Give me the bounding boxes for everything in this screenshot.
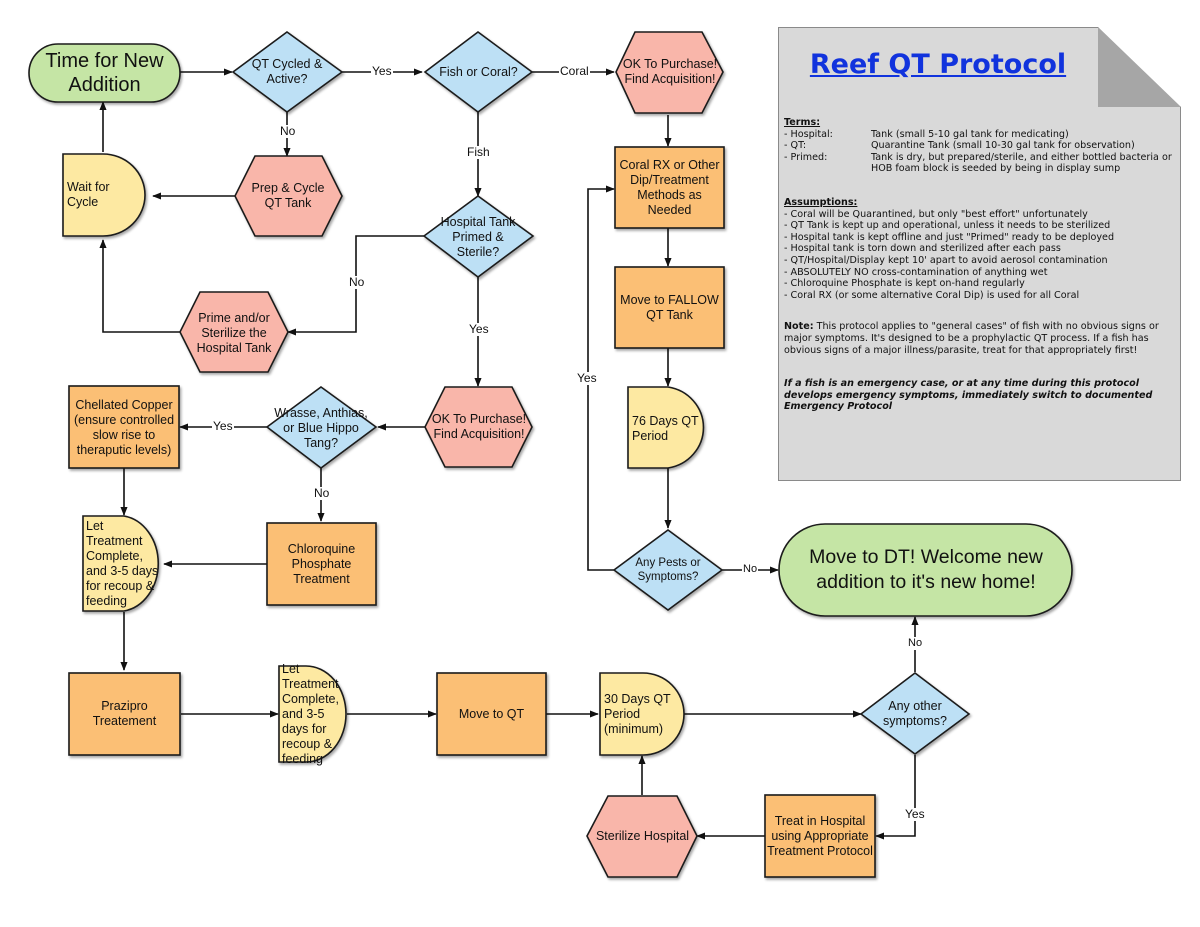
delay-wait-cycle[interactable] [62,153,146,237]
term-key: - Primed: [784,151,828,163]
document-title[interactable]: Reef QT Protocol [809,49,1067,80]
prep-cycle-qt[interactable] [234,155,343,237]
term-row: - QT: Quarantine Tank (small 10-30 gal t… [784,140,1176,152]
assumption-item: - Hospital tank is torn down and sterili… [784,243,1061,255]
edge-prime-to-wait [99,239,180,333]
delay-let-treatment-1[interactable] [82,515,160,612]
edge-label-yes: Yes [468,322,490,336]
edge-label-no: No [313,486,331,500]
note-label: Note: [784,321,814,333]
edge-label-coral: Coral [559,64,590,78]
assumption-item: - QT/Hospital/Display kept 10' apart to … [784,254,1108,266]
delay-30-days[interactable] [599,672,685,756]
decision-hospital-primed[interactable] [422,195,535,279]
process-chelated-copper[interactable] [68,385,180,469]
start-terminal[interactable] [28,43,181,103]
decision-pests[interactable] [612,529,724,611]
process-prazipro[interactable] [68,672,181,756]
decision-fish-or-coral[interactable] [423,31,534,113]
emergency-note: If a fish is an emergency case, or at an… [784,378,1153,413]
note-paragraph: Note: This protocol applies to "general … [784,321,1176,356]
prep-prime-sterilize[interactable] [179,291,289,373]
edge-label-yes: Yes [904,807,926,821]
process-treat-hospital[interactable] [764,794,876,878]
prep-sterilize-hospital[interactable] [586,795,698,878]
term-value: Tank (small 5-10 gal tank for medicating… [871,128,1069,140]
shapes [28,31,1073,878]
page-fold-corner [1098,27,1181,107]
end-terminal[interactable] [778,523,1073,617]
edge-other-yes [875,755,916,840]
assumption-item: - Hospital tank is kept offline and just… [784,231,1115,243]
term-key: - QT: [784,140,807,152]
decision-other-symptoms[interactable] [859,671,971,755]
process-chloroquine[interactable] [266,522,377,606]
assumption-item: - QT Tank is kept up and operational, un… [784,220,1111,232]
edge-label-no: No [279,124,297,138]
terms-heading: Terms: [784,117,821,128]
edge-label-fish: Fish [466,145,491,159]
edge-label-yes: Yes [371,64,393,78]
document-body: Terms: - Hospital: Tank (small 5-10 gal … [784,117,1176,413]
term-row: - Hospital: Tank (small 5-10 gal tank fo… [784,129,1176,141]
assumption-item: - Coral will be Quarantined, but only "b… [784,208,1088,220]
edge-label-yes: Yes [212,419,234,433]
connectors [99,68,919,840]
assumption-item: - Coral RX (or some alternative Coral Di… [784,289,1080,301]
assumption-item: - Chloroquine Phosphate is kept on-hand … [784,278,1025,290]
decision-qt-cycled[interactable] [231,31,344,113]
process-move-fallow[interactable] [614,266,725,349]
term-value: Quarantine Tank (small 10-30 gal tank fo… [871,140,1135,152]
prep-ok-purchase-fish[interactable] [424,386,533,468]
term-row: - Primed: Tank is dry, but prepared/ster… [784,152,1176,175]
delay-76-days[interactable] [627,386,705,469]
term-key: - Hospital: [784,128,833,140]
delay-let-treatment-2[interactable] [278,665,347,763]
edge-label-no: No [742,563,759,576]
edge-label-yes: Yes [576,371,598,385]
edge-label-no: No [348,275,366,289]
assumptions-heading: Assumptions: [784,196,858,208]
process-move-qt[interactable] [436,672,547,756]
prep-ok-purchase-coral[interactable] [615,31,724,114]
note-text: This protocol applies to "general cases"… [784,321,1159,356]
edge-label-no: No [907,637,924,650]
assumption-item: - ABSOLUTELY NO cross-contamination of a… [784,266,1048,278]
decision-wrasse[interactable] [265,386,378,470]
term-value: Tank is dry, but prepared/sterile, and e… [871,151,1172,175]
process-coral-rx[interactable] [614,146,725,229]
protocol-document: Reef QT Protocol Terms: - Hospital: Tank… [778,27,1181,481]
